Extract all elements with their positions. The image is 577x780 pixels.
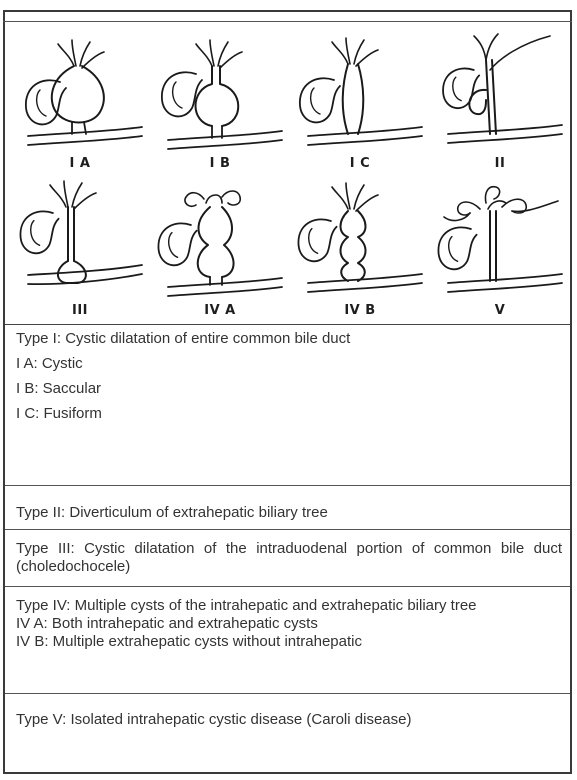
panel-label: I C bbox=[350, 156, 370, 171]
type-5-section: Type V: Isolated intrahepatic cystic dis… bbox=[5, 700, 570, 740]
type-1b-text: I B: Saccular bbox=[16, 379, 562, 398]
cyst-saccular-drawing bbox=[162, 40, 282, 149]
multi-intra-extra-drawing bbox=[158, 191, 282, 296]
type-4-heading: Type IV: Multiple cysts of the intrahepa… bbox=[16, 597, 562, 615]
type-3-heading: Type III: Cystic dilatation of the intra… bbox=[16, 540, 562, 576]
type-5-heading: Type V: Isolated intrahepatic cystic dis… bbox=[16, 710, 562, 729]
type-2-section: Type II: Diverticulum of extrahepatic bi… bbox=[5, 492, 570, 530]
type-1a-text: I A: Cystic bbox=[16, 354, 562, 373]
panel-i-c: I C bbox=[300, 38, 422, 171]
panel-iv-b: IV B bbox=[298, 183, 422, 318]
type-4b-text: IV B: Multiple extrahepatic cysts withou… bbox=[16, 633, 562, 651]
type-4a-text: IV A: Both intrahepatic and extrahepatic… bbox=[16, 615, 562, 633]
panel-label: I A bbox=[70, 156, 91, 171]
cyst-round-drawing bbox=[26, 40, 142, 145]
panel-label: I B bbox=[210, 156, 231, 171]
panel-label: IV B bbox=[344, 303, 375, 318]
diverticulum-drawing bbox=[443, 34, 562, 143]
panel-ii: II bbox=[443, 34, 562, 171]
panel-label: III bbox=[72, 303, 88, 318]
multi-extra-drawing bbox=[298, 183, 422, 292]
panel-label: II bbox=[495, 156, 506, 171]
panel-v: V bbox=[438, 187, 562, 318]
choledochocele-drawing bbox=[20, 181, 142, 284]
panel-i-b: I B bbox=[162, 40, 282, 171]
type-4-section: Type IV: Multiple cysts of the intrahepa… bbox=[5, 590, 570, 694]
type-1-heading: Type I: Cystic dilatation of entire comm… bbox=[16, 329, 562, 348]
panel-label: V bbox=[495, 303, 506, 318]
type-3-section: Type III: Cystic dilatation of the intra… bbox=[5, 534, 570, 587]
panel-i-a: I A bbox=[26, 40, 142, 171]
panel-iii: III bbox=[20, 181, 142, 318]
caroli-drawing bbox=[438, 187, 562, 292]
type-2-heading: Type II: Diverticulum of extrahepatic bi… bbox=[16, 503, 562, 522]
type-1-section: Type I: Cystic dilatation of entire comm… bbox=[5, 326, 570, 486]
type-1c-text: I C: Fusiform bbox=[16, 404, 562, 423]
panel-iv-a: IV A bbox=[158, 191, 282, 318]
fusiform-drawing bbox=[300, 38, 422, 145]
panel-label: IV A bbox=[204, 303, 236, 318]
